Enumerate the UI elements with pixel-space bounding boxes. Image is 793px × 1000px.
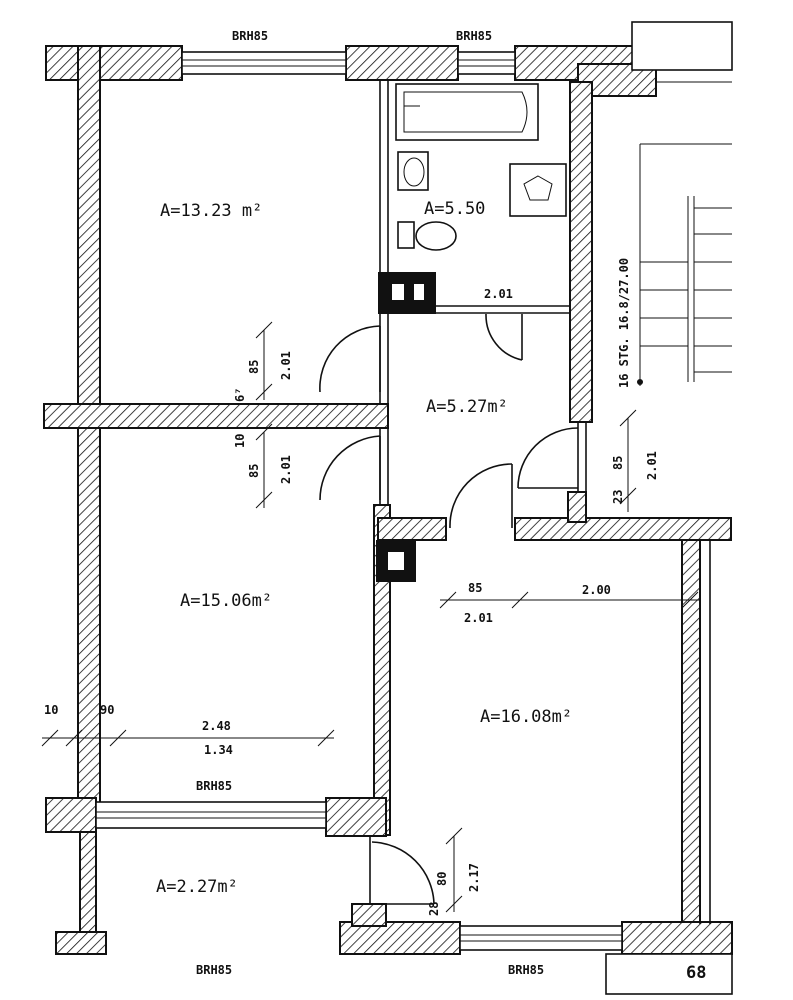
wall-stair-post <box>567 491 587 523</box>
chimney-upper-hole-b <box>414 284 424 300</box>
dim-door-upper-a: 85 <box>247 360 261 374</box>
wall-right <box>681 539 701 925</box>
dim-stair-door-a: 85 <box>611 456 625 470</box>
door-top-left-room <box>319 325 381 393</box>
area-hallway: A=5.27m² <box>426 397 508 417</box>
area-bathroom: A=5.50 <box>424 199 485 219</box>
window-label-bottom-right: BRH85 <box>508 963 544 977</box>
window-label-top-left: BRH85 <box>232 29 268 43</box>
area-room-bottom-left: A=2.27m² <box>156 877 238 897</box>
area-room-right: A=16.08m² <box>480 707 572 727</box>
door-bottom-room <box>371 841 435 905</box>
door-stair <box>517 427 579 489</box>
wall-left-lower <box>79 829 97 937</box>
chimney-upper-hole-a <box>392 284 404 300</box>
window-labels: BRH85 BRH85 BRH85 BRH85 BRH85 <box>196 29 544 977</box>
window-top-middle <box>457 51 516 75</box>
wall-top-mid <box>345 45 459 81</box>
dim-bath-width: 2.01 <box>484 287 513 301</box>
dim-left-room-b: 1.34 <box>204 743 233 757</box>
shower-tray <box>509 163 567 217</box>
door-middle-left-room <box>319 435 381 501</box>
wall-left-foot <box>55 931 107 955</box>
windows <box>95 51 623 951</box>
window-label-middle-left: BRH85 <box>196 779 232 793</box>
wall-bath-right <box>569 81 593 423</box>
chimney-lower-hole <box>388 552 404 570</box>
partitions <box>369 80 711 924</box>
wall-lower-left <box>45 797 97 833</box>
dim-right-room-b: 2.01 <box>464 611 493 625</box>
dim-door-lower-c: 10 <box>233 434 247 448</box>
dim-left-tick-a: 10 <box>44 703 58 717</box>
dim-bottom-door-b: 2.17 <box>467 863 481 892</box>
window-label-bottom-left: BRH85 <box>196 963 232 977</box>
dim-left-room-a: 2.48 <box>202 719 231 733</box>
wall-hall-bottom <box>377 517 447 541</box>
area-labels: A=13.23 m² A=5.50 A=5.27m² A=15.06m² A=1… <box>156 199 572 897</box>
window-top-left <box>181 51 347 75</box>
door-right-room <box>449 463 513 529</box>
wall-stair-bottom <box>514 517 732 541</box>
stair-note: 16 STG. 16.8/27.00 <box>617 258 631 388</box>
dim-door-lower-a: 85 <box>247 464 261 478</box>
toilet <box>397 221 457 251</box>
wall-horizontal-middle <box>43 403 389 429</box>
window-bottom-right <box>459 925 623 951</box>
chimney-upper <box>378 272 436 314</box>
page-number-box: 68 <box>605 953 733 995</box>
dim-bottom-door-a: 80 <box>435 872 449 886</box>
sink <box>397 151 429 191</box>
dim-right-room-a: 85 <box>468 581 482 595</box>
window-middle-left <box>95 801 327 829</box>
bathtub <box>395 83 539 141</box>
dimension-labels: 2.01 85 2.01 6⁷ 85 2.01 10 85 2.01 23 85… <box>44 287 659 916</box>
dim-right-room-c: 2.00 <box>582 583 611 597</box>
dim-left-tick-b: 90 <box>100 703 114 717</box>
dimension-lines <box>41 321 700 913</box>
wall-top-left <box>45 45 183 81</box>
dim-door-upper-c: 6⁷ <box>233 388 247 402</box>
wall-bottom-right <box>621 921 733 955</box>
area-room-middle-left: A=15.06m² <box>180 591 272 611</box>
dim-door-lower-b: 2.01 <box>279 455 293 484</box>
page-number: 68 <box>686 963 706 983</box>
bathroom-fixtures <box>395 83 567 251</box>
stair: 16 STG. 16.8/27.00 <box>617 21 733 388</box>
doors <box>319 313 579 905</box>
wall-bottom-mid <box>339 921 461 955</box>
dim-stair-door-b: 2.01 <box>645 451 659 480</box>
wall-bottom-mid-step <box>351 903 387 927</box>
dim-stair-door-c: 23 <box>611 490 625 504</box>
window-label-top-middle: BRH85 <box>456 29 492 43</box>
dim-bottom-door-c: 28 <box>427 902 441 916</box>
dim-door-upper-b: 2.01 <box>279 351 293 380</box>
area-room-top-left: A=13.23 m² <box>160 201 262 221</box>
door-bathroom <box>485 313 523 361</box>
wall-lower-mid <box>325 797 387 837</box>
